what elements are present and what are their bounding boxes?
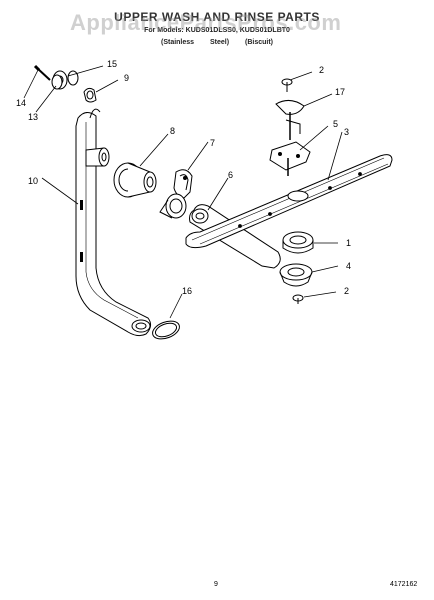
- callout-5: 5: [333, 119, 338, 129]
- part-17-bracket: [275, 100, 305, 140]
- model-numbers: For Models: KUDS01DLSS0, KUDS01DLBT0: [144, 27, 290, 34]
- part-14-screw: [33, 64, 51, 81]
- page-number: 9: [214, 581, 218, 588]
- part-2-screw-top: [281, 78, 293, 92]
- part-1-seal: [282, 231, 314, 254]
- callout-2-bottom: 2: [344, 286, 349, 296]
- callout-14: 14: [16, 98, 26, 108]
- part-2-screw-bottom: [292, 294, 304, 304]
- variant-stainless: (Stainless Steel): [160, 39, 230, 46]
- callout-2-top: 2: [319, 65, 324, 75]
- part-15-oring: [67, 70, 79, 86]
- part-5-manifold: [269, 141, 311, 176]
- callout-labels: 15 9 14 13 8 7 10 6 2 17 5 3 1 4 2 16: [16, 59, 351, 296]
- part-6-conduit: [189, 204, 281, 269]
- part-4-hub-nut: [279, 263, 313, 287]
- part-9-clip: [83, 87, 97, 103]
- leader-lines: [23, 65, 343, 319]
- figure-number: 4172162: [390, 581, 418, 588]
- tube-connector: [85, 147, 110, 167]
- callout-3: 3: [344, 127, 349, 137]
- part-8-hub: [113, 162, 157, 198]
- callout-6: 6: [228, 170, 233, 180]
- model-variants: (Stainless Steel) (Biscuit): [0, 39, 434, 46]
- callout-4: 4: [346, 261, 351, 271]
- part-16-oring: [152, 320, 180, 340]
- callout-9: 9: [124, 73, 129, 83]
- variant-biscuit: (Biscuit): [245, 39, 274, 46]
- callout-7: 7: [210, 138, 215, 148]
- callout-17: 17: [335, 87, 345, 97]
- callout-16: 16: [182, 286, 192, 296]
- part-13-retainer: [51, 74, 63, 90]
- part-7-bracket: [173, 169, 193, 199]
- part-10-feed-tube: [75, 108, 152, 337]
- callout-8: 8: [170, 126, 175, 136]
- watermark: AppliancePartsPros.com: [70, 10, 342, 35]
- callout-10: 10: [28, 176, 38, 186]
- part-3-spray-arm: [185, 154, 393, 249]
- callout-15: 15: [107, 59, 117, 69]
- diagram-title: UPPER WASH AND RINSE PARTS: [114, 10, 320, 24]
- part-7-grommet: [159, 193, 187, 219]
- callout-1: 1: [346, 238, 351, 248]
- callout-13: 13: [28, 112, 38, 122]
